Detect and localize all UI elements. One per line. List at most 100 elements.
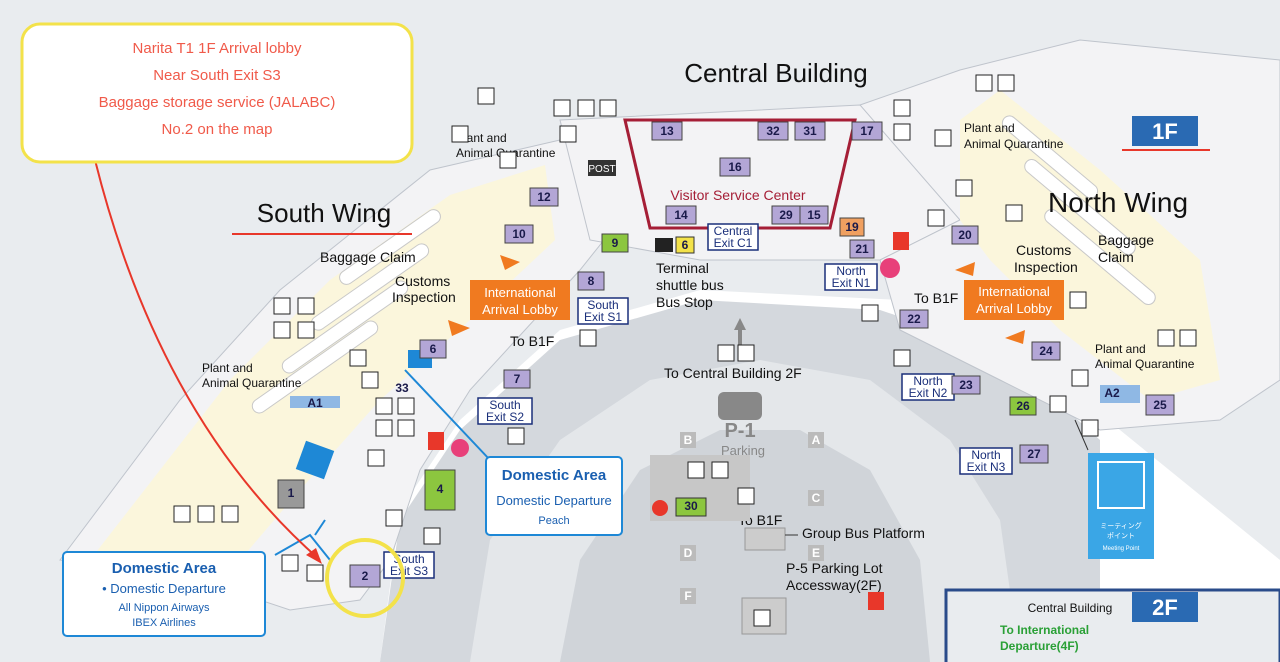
number-6: 6 [430, 342, 437, 356]
p5-line-1: P-5 Parking Lot [786, 560, 883, 576]
nursery-icon [397, 419, 415, 437]
up-arrow-icon [734, 318, 746, 330]
number-19: 19 [845, 220, 859, 234]
info-icon-south [451, 439, 469, 457]
domestic-line-south [274, 533, 331, 561]
escalator-icon [349, 349, 367, 367]
callout-line-2: Near South Exit S3 [153, 67, 281, 84]
number-26: 26 [1016, 399, 1030, 413]
number-24: 24 [1039, 344, 1053, 358]
svg-text:Exit S3: Exit S3 [390, 564, 428, 578]
gate-letters: B A C D E F [680, 432, 824, 604]
number-4: 4 [437, 482, 444, 496]
escalator-icon [1069, 291, 1087, 309]
domestic-line-center [404, 369, 491, 461]
svg-text:Exit S2: Exit S2 [486, 410, 524, 424]
svg-text:South: South [587, 298, 618, 312]
callout-box [20, 22, 414, 164]
domestic-south-airline-1: All Nippon Airways [118, 602, 210, 614]
car-icon [718, 392, 762, 420]
inset-line-1: To International [1000, 623, 1089, 637]
intl-lobby-south-2: Arrival Lobby [482, 302, 558, 317]
domestic-center-box [485, 456, 623, 536]
domestic-zone-1 [295, 440, 335, 480]
svg-text:Exit N3: Exit N3 [967, 460, 1006, 474]
escalator-icon [385, 509, 403, 527]
bus-6-box [675, 236, 695, 254]
group-bus-platform-block [744, 527, 786, 551]
quarantine-icon [955, 179, 973, 197]
wheelchair-icon [687, 461, 705, 479]
south-wing-arrival-zone [90, 165, 555, 600]
domestic-south-airline-2: IBEX Airlines [132, 617, 196, 629]
orange-arrow-4 [1005, 330, 1025, 344]
stairs-icon [281, 554, 299, 572]
information-icon [507, 427, 525, 445]
gate-e: E [812, 546, 820, 560]
restroom-icon [477, 87, 495, 105]
floor-badge-box [1132, 116, 1198, 146]
svg-text:South: South [489, 398, 520, 412]
wheelchair-icon [375, 397, 393, 415]
shuttle-line-3: Bus Stop [656, 294, 713, 310]
svg-text:Central: Central [714, 224, 753, 238]
number-10: 10 [512, 227, 526, 241]
parking-code: P-1 [724, 420, 755, 442]
number-23: 23 [959, 378, 973, 392]
wheelchair-icon [927, 209, 945, 227]
exit-n1: North Exit N1 [824, 263, 878, 291]
restroom-icon [173, 505, 191, 523]
exit-c1: Central Exit C1 [707, 223, 759, 251]
domestic-south-sub: • Domestic Departure [102, 581, 226, 596]
exit-n3: North Exit N3 [959, 447, 1013, 475]
exit-s3: South Exit S3 [383, 551, 435, 579]
number-9: 9 [612, 236, 619, 250]
wheelchair-icon [221, 505, 239, 523]
domestic-south-title: Domestic Area [112, 560, 217, 577]
wheelchair-icon [273, 297, 291, 315]
orange-arrow-1 [500, 255, 520, 270]
gate-c: C [812, 491, 821, 505]
baby-icon [273, 321, 291, 339]
gate-f: F [684, 589, 691, 603]
floor-badge: 1F [1152, 119, 1178, 144]
luggage-icon [559, 125, 577, 143]
info-icon-north [880, 258, 900, 278]
number-27: 27 [1027, 447, 1041, 461]
bus-icon [655, 238, 673, 252]
nursery-icon [577, 99, 595, 117]
information-icon [893, 349, 911, 367]
customs-south-2: Inspection [392, 289, 456, 305]
intl-lobby-south-box [470, 280, 570, 320]
restroom-icon [1081, 419, 1099, 437]
a2-zone [1100, 385, 1140, 403]
nursery-icon [297, 297, 315, 315]
number-17: 17 [860, 124, 874, 138]
label-a1: A1 [307, 396, 323, 410]
box-30 [675, 497, 707, 517]
inset-badge: 2F [1152, 595, 1178, 620]
escalator-icon [306, 564, 324, 582]
svg-text:North: North [913, 374, 942, 388]
number-33: 33 [395, 381, 409, 395]
number-12: 12 [537, 190, 551, 204]
nursery-icon [711, 461, 729, 479]
north-wing-title: North Wing [1048, 187, 1188, 218]
gate-d: D [684, 546, 693, 560]
number-20: 20 [958, 228, 972, 242]
information-icon [579, 329, 597, 347]
domestic-center-title: Domestic Area [502, 467, 607, 484]
orange-arrow-3 [955, 262, 975, 276]
stairs-icon-central [717, 344, 735, 362]
meeting-jp-1: ミーティング [1100, 521, 1142, 530]
p5-line-2: Accessway(2F) [786, 577, 882, 593]
number-22: 22 [907, 312, 921, 326]
number-13: 13 [660, 124, 674, 138]
inset-2f-box [944, 588, 1280, 662]
restroom-icon [375, 419, 393, 437]
meeting-en: Meeting Point [1103, 546, 1140, 552]
plant-quarantine-nw-right-1: Plant and [1095, 342, 1146, 356]
intl-lobby-north-2: Arrival Lobby [976, 301, 1052, 316]
domestic-south-box [62, 551, 266, 637]
